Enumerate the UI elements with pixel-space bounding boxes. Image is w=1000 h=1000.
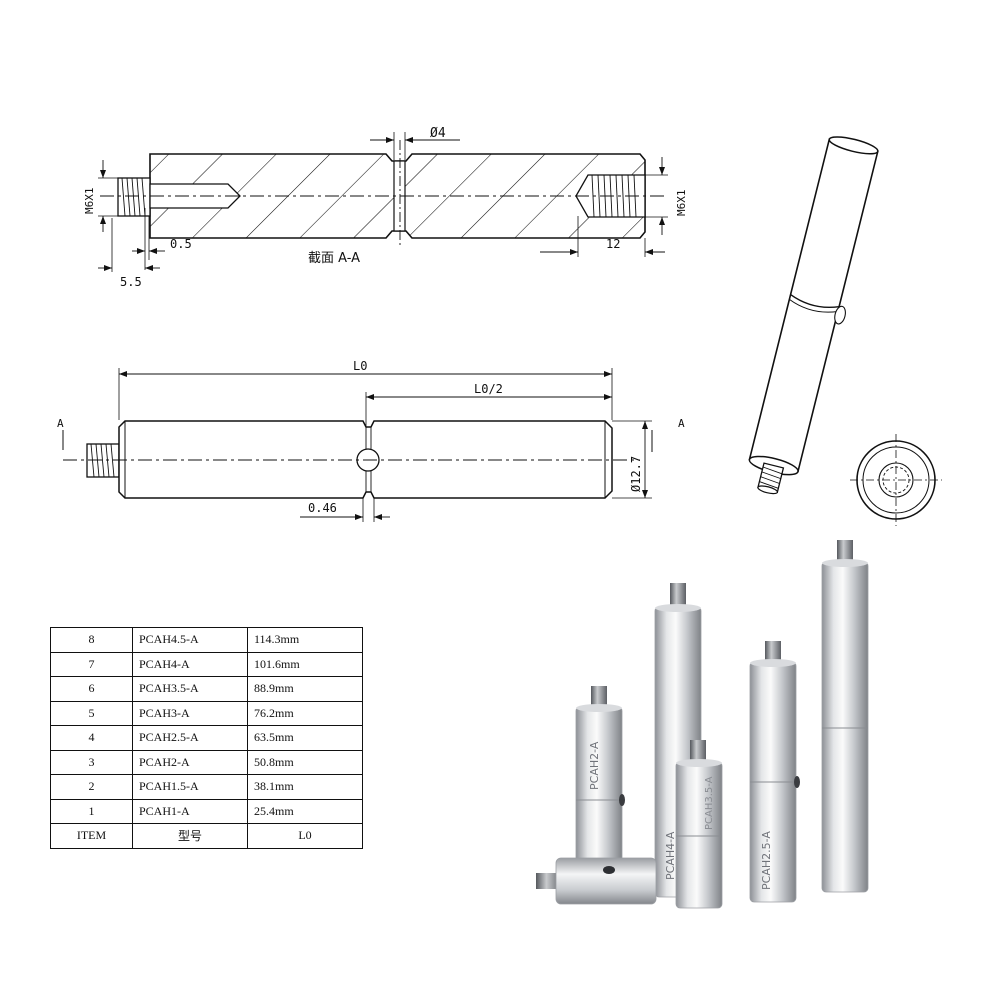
- table-row: 5 PCAH3-A 76.2mm: [50, 700, 363, 726]
- engraving-pcah2-5: PCAH2.5-A: [760, 831, 773, 890]
- engraving-pcah3-5: PCAH3.5-A: [704, 776, 715, 830]
- table-row: 1 PCAH1-A 25.4mm: [50, 798, 363, 824]
- extension-rod-5: PCAH2.5-A: [749, 641, 800, 903]
- table-header-row: ITEM 型号 L0: [50, 823, 363, 849]
- isometric-view: [748, 136, 942, 526]
- header-item: ITEM: [50, 823, 133, 849]
- model-cell: PCAH3-A: [132, 700, 248, 726]
- engraving-pcah4: PCAH4-A: [664, 831, 677, 880]
- item-cell: 2: [50, 774, 133, 800]
- extension-rod-8: [821, 540, 869, 893]
- section-view: Ø4 M6X1 M6X1 0.5 5.5 12 截面 A-A: [83, 126, 688, 289]
- model-cell: PCAH3.5-A: [132, 676, 248, 702]
- item-cell: 5: [50, 700, 133, 726]
- item-cell: 6: [50, 676, 133, 702]
- item-cell: 4: [50, 725, 133, 751]
- bore-depth-label: 12: [606, 237, 620, 251]
- length-cell: 76.2mm: [247, 700, 363, 726]
- table-row: 7 PCAH4-A 101.6mm: [50, 651, 363, 677]
- section-title: 截面 A-A: [308, 251, 360, 266]
- model-cell: PCAH2-A: [132, 749, 248, 775]
- length-cell: 25.4mm: [247, 798, 363, 824]
- table-row: 3 PCAH2-A 50.8mm: [50, 749, 363, 775]
- item-cell: 1: [50, 798, 133, 824]
- model-cell: PCAH2.5-A: [132, 725, 248, 751]
- groove-offset-label: 0.46: [308, 501, 337, 515]
- header-length: L0: [247, 823, 363, 849]
- length-cell: 63.5mm: [247, 725, 363, 751]
- engraving-pcah2: PCAH2-A: [588, 741, 601, 790]
- length-cell: 38.1mm: [247, 774, 363, 800]
- right-thread-label: M6X1: [675, 190, 688, 217]
- model-cell: PCAH4.5-A: [132, 627, 248, 653]
- length-cell: 114.3mm: [247, 627, 363, 653]
- model-cell: PCAH4-A: [132, 651, 248, 677]
- left-thread-label: M6X1: [83, 188, 96, 215]
- table-row: 2 PCAH1.5-A 38.1mm: [50, 774, 363, 800]
- groove-dim-label: 0.5: [170, 237, 192, 251]
- length-cell: 50.8mm: [247, 749, 363, 775]
- model-cell: PCAH1-A: [132, 798, 248, 824]
- length-cell: 101.6mm: [247, 651, 363, 677]
- extension-rod-3: PCAH3.5-A: [675, 740, 723, 909]
- thread-length-label: 5.5: [120, 275, 142, 289]
- table-row: 4 PCAH2.5-A 63.5mm: [50, 725, 363, 751]
- section-mark-right: A: [678, 417, 685, 430]
- product-photo: PCAH2.5-A PCAH4-A PCAH3.5-A PCAH2-A: [536, 540, 869, 909]
- extension-rod-1: [536, 857, 657, 905]
- extension-rod-2: PCAH2-A: [575, 686, 625, 878]
- spec-table: 8 PCAH4.5-A 114.3mm 7 PCAH4-A 101.6mm 6 …: [50, 627, 363, 849]
- diameter-label: Ø12.7: [629, 456, 643, 492]
- item-cell: 8: [50, 627, 133, 653]
- table-row: 6 PCAH3.5-A 88.9mm: [50, 676, 363, 702]
- elevation-view: A A L0 L0/2 Ø12.7 0.46: [57, 359, 685, 522]
- table-row: 8 PCAH4.5-A 114.3mm: [50, 627, 363, 653]
- hole-diameter-label: Ø4: [430, 126, 446, 141]
- model-cell: PCAH1.5-A: [132, 774, 248, 800]
- length-label: L0: [353, 359, 367, 373]
- item-cell: 3: [50, 749, 133, 775]
- length-cell: 88.9mm: [247, 676, 363, 702]
- half-length-label: L0/2: [474, 382, 503, 396]
- header-model: 型号: [132, 823, 248, 849]
- item-cell: 7: [50, 651, 133, 677]
- section-mark-left: A: [57, 417, 64, 430]
